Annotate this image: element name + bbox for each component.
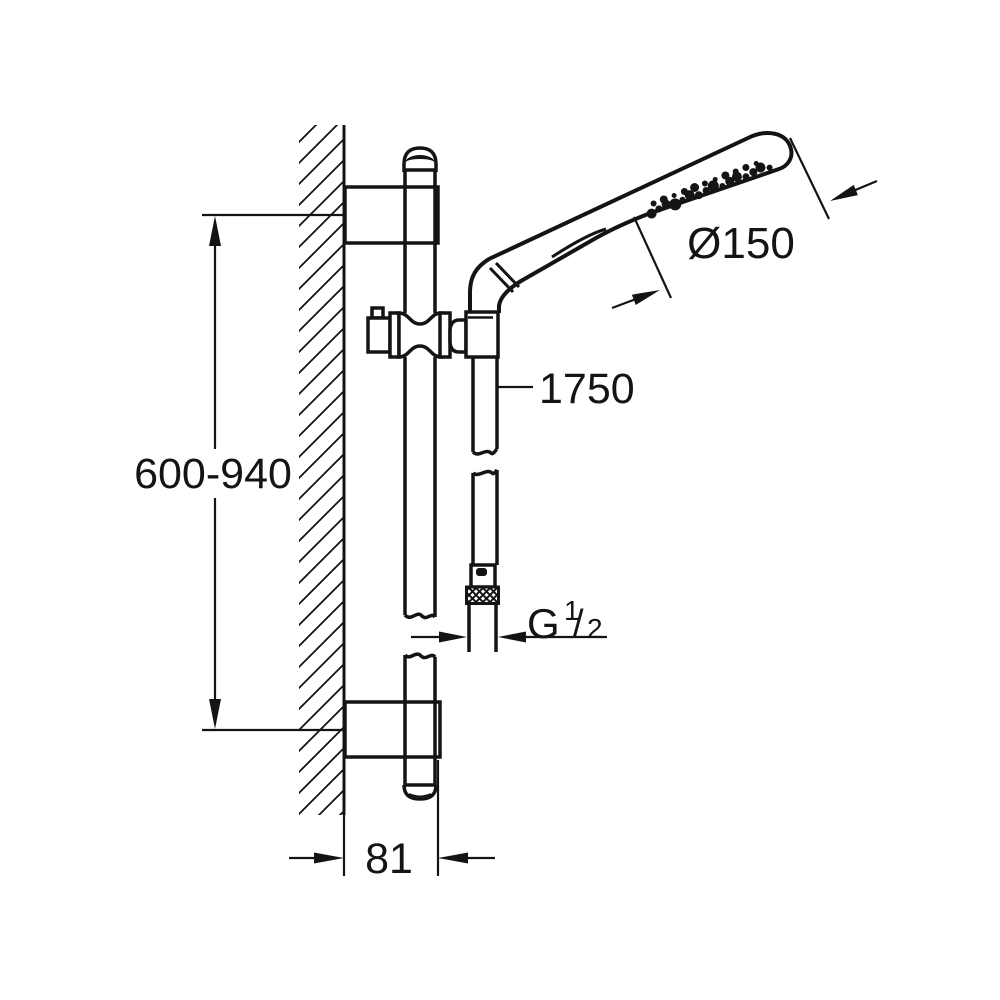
arrowhead-up xyxy=(209,216,221,246)
nozzle-dot xyxy=(690,183,700,192)
rail-break-lower-edge xyxy=(403,652,437,660)
nozzle-dot xyxy=(742,173,750,181)
rail-bottom-cap xyxy=(402,784,438,801)
handle-joint-ring xyxy=(488,261,521,294)
wall-bracket-bottom xyxy=(343,700,442,759)
nozzle-dot xyxy=(707,180,719,192)
dimension-head-diameter: Ø150 xyxy=(611,137,878,310)
nozzle-dot xyxy=(655,205,663,213)
nozzle-dot xyxy=(766,164,773,171)
dimension-thread-size: G 1 / 2 xyxy=(411,595,607,647)
head-diameter-label: Ø150 xyxy=(687,219,795,268)
nozzle-dot xyxy=(646,208,657,219)
shower-hose xyxy=(465,357,500,652)
wall-bracket-top xyxy=(343,185,440,245)
hose-lower-segment xyxy=(471,470,499,565)
arrowhead-right-pointing xyxy=(314,852,344,864)
thread-denominator: 2 xyxy=(587,613,603,644)
nozzle-dot xyxy=(679,196,686,203)
clamp-lever xyxy=(366,316,392,354)
spray-nozzle-dots xyxy=(646,161,773,219)
nozzle-dot xyxy=(701,180,708,187)
nozzle-dot xyxy=(671,193,677,198)
nozzle-dot xyxy=(721,171,730,180)
rail-bottom-cap-inner xyxy=(408,793,432,798)
hose-break-upper-edge xyxy=(471,447,499,456)
glide-element xyxy=(366,306,500,359)
rail-mid-segment xyxy=(403,357,437,617)
nozzle-dot xyxy=(742,164,750,171)
dimension-hose-length: 1750 xyxy=(497,365,635,413)
hose-thread-connector xyxy=(467,603,498,652)
hose-length-label: 1750 xyxy=(539,365,635,413)
thread-fraction-slash: / xyxy=(573,603,584,645)
nozzle-dot xyxy=(712,177,718,182)
hose-end-collar-notch xyxy=(476,568,487,576)
wall-section xyxy=(299,125,346,815)
nozzle-dot xyxy=(650,200,657,207)
thread-numerator: 1 xyxy=(564,595,580,626)
hose-break-lower-edge xyxy=(471,468,499,477)
holder-cone xyxy=(448,318,468,354)
rail-break-upper-edge xyxy=(403,612,437,620)
slide-rail xyxy=(402,146,438,801)
hose-knurled-nut xyxy=(465,585,500,605)
arrow-line-lower xyxy=(611,297,637,310)
extension-line-lower xyxy=(632,216,673,299)
head-rim-inner-edge xyxy=(551,227,607,259)
slider-body xyxy=(397,311,443,359)
wall-hatching xyxy=(299,125,344,815)
nozzle-dot xyxy=(694,191,703,200)
hand-shower xyxy=(468,131,794,313)
arrowhead-right-pointing xyxy=(439,631,467,643)
nozzle-dot xyxy=(732,168,739,175)
hose-upper-segment xyxy=(471,357,499,452)
nozzle-dot xyxy=(749,168,758,177)
nozzle-dot xyxy=(659,195,668,204)
nozzle-dot xyxy=(669,198,682,211)
handset-holder xyxy=(464,310,500,359)
nozzle-dot xyxy=(680,188,688,195)
rail-top-cap xyxy=(402,146,438,172)
nozzle-dot xyxy=(725,176,735,186)
dimension-rail-height: 600-940 xyxy=(134,213,344,732)
arrowhead-down xyxy=(209,699,221,729)
arrowhead-upper xyxy=(830,184,858,201)
arrowhead-left-pointing xyxy=(438,852,468,864)
nozzle-dot xyxy=(753,161,759,166)
nozzle-dot xyxy=(719,183,726,189)
rail-upper-segment xyxy=(403,170,437,313)
rail-lower-segment xyxy=(403,655,437,785)
nozzle-dot xyxy=(702,187,710,194)
rail-top-cap-dome xyxy=(405,155,435,163)
rail-height-label: 600-940 xyxy=(134,450,292,498)
wall-offset-label: 81 xyxy=(365,835,413,883)
thread-letter: G xyxy=(527,600,560,647)
arrowhead-left-pointing xyxy=(498,631,526,643)
arrow-line-upper xyxy=(852,179,878,193)
arrowhead-lower xyxy=(631,290,660,305)
dimension-wall-offset: 81 xyxy=(289,760,495,883)
extension-line-upper xyxy=(789,137,830,220)
thread-size-label: G 1 / 2 xyxy=(527,595,603,647)
